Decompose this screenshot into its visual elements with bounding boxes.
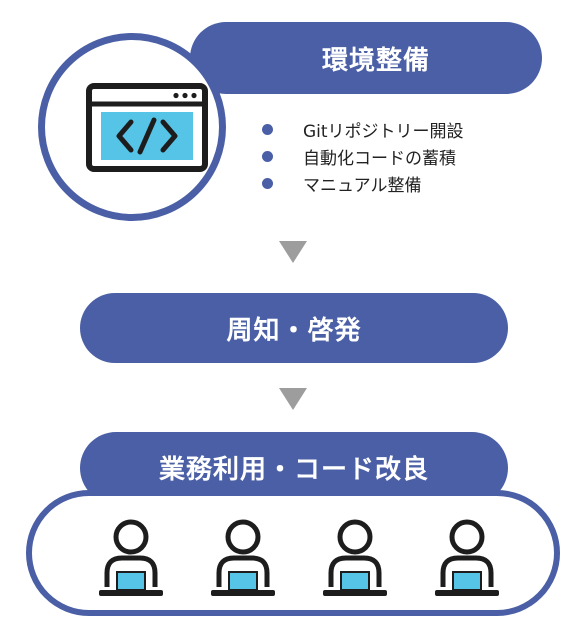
- user-with-laptop-icon: [208, 515, 278, 605]
- user-with-laptop-icon: [432, 515, 502, 605]
- code-window-icon: [86, 83, 208, 172]
- publicity-stage-banner: 周知・啓発: [80, 293, 508, 363]
- bullet-icon: [262, 124, 273, 135]
- down-arrow-icon: [279, 241, 307, 263]
- user-with-laptop-icon: [320, 515, 390, 605]
- bullet-icon: [262, 178, 273, 189]
- usage-stage-title: 業務利用・コード改良: [158, 455, 429, 485]
- environment-task-label: マニュアル整備: [303, 176, 422, 196]
- environment-stage-title: 環境整備: [321, 45, 430, 76]
- environment-task-label: 自動化コードの蓄積: [303, 149, 456, 169]
- bullet-icon: [262, 151, 273, 162]
- user-with-laptop-icon: [96, 515, 166, 605]
- code-icon-circle: [38, 33, 226, 221]
- list-item: Gitリポジトリー開設: [262, 116, 464, 143]
- down-arrow-icon: [279, 388, 307, 410]
- environment-task-list: Gitリポジトリー開設 自動化コードの蓄積 マニュアル整備: [262, 116, 464, 197]
- environment-task-label: Gitリポジトリー開設: [303, 122, 464, 142]
- list-item: マニュアル整備: [262, 170, 464, 197]
- publicity-stage-title: 周知・啓発: [226, 315, 362, 346]
- list-item: 自動化コードの蓄積: [262, 143, 464, 170]
- environment-stage-banner: 環境整備: [190, 22, 542, 94]
